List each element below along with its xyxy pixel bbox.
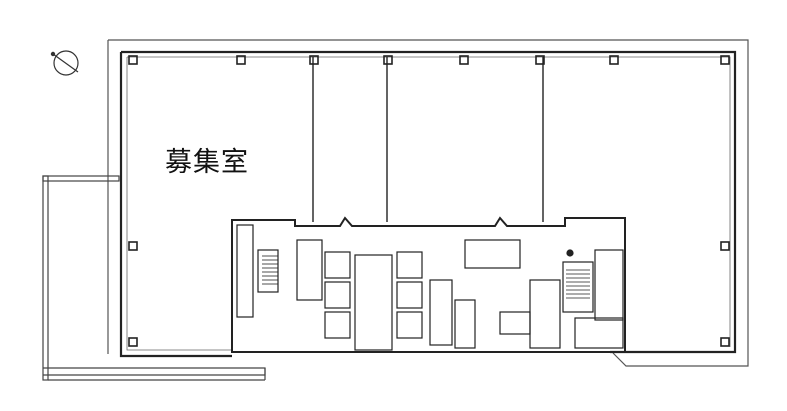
columns: [128, 55, 730, 347]
partitions: [312, 57, 544, 222]
core: [231, 216, 626, 353]
outer-outline: [107, 39, 749, 367]
vacant-room-label: 募集室: [165, 147, 249, 178]
west-balcony: [42, 175, 266, 381]
north-arrow-icon: [50, 50, 79, 76]
main-wall: [119, 50, 737, 358]
core-rooms: [236, 224, 624, 351]
